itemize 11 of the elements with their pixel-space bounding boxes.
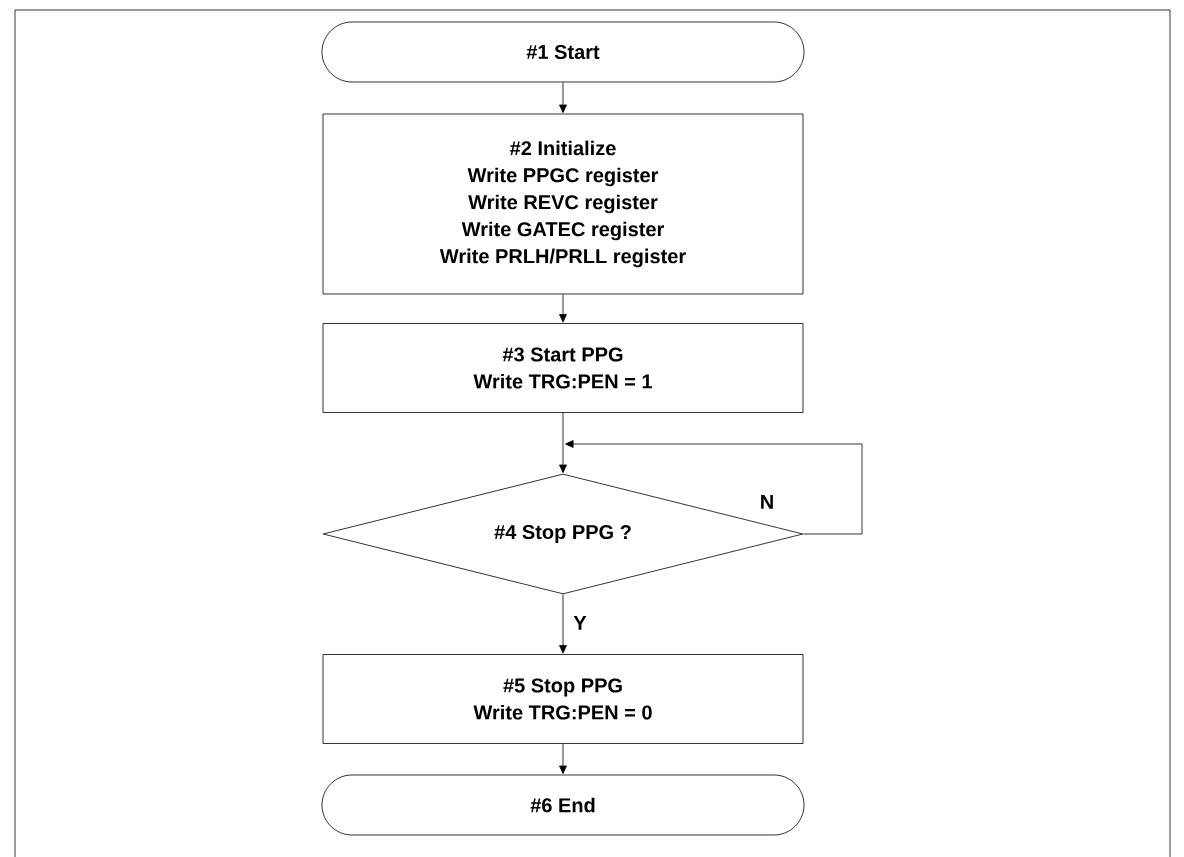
arrow — [559, 294, 567, 323]
arrow — [559, 82, 567, 113]
arrow — [559, 594, 567, 654]
arrow — [559, 412, 567, 473]
arrow — [565, 440, 863, 535]
process-box: #2 Initialize Write PPGC register Write REVC register Write GATEC register Write PRLH/PRLL register — [322, 113, 804, 295]
edge-label: N — [761, 495, 773, 509]
arrow — [559, 743, 567, 774]
process-box: #5 Stop PPG Write TRG:PEN = 0 — [322, 654, 804, 744]
process-box: #3 Start PPG Write TRG:PEN = 1 — [322, 323, 804, 413]
edge-label: Y — [573, 616, 587, 630]
